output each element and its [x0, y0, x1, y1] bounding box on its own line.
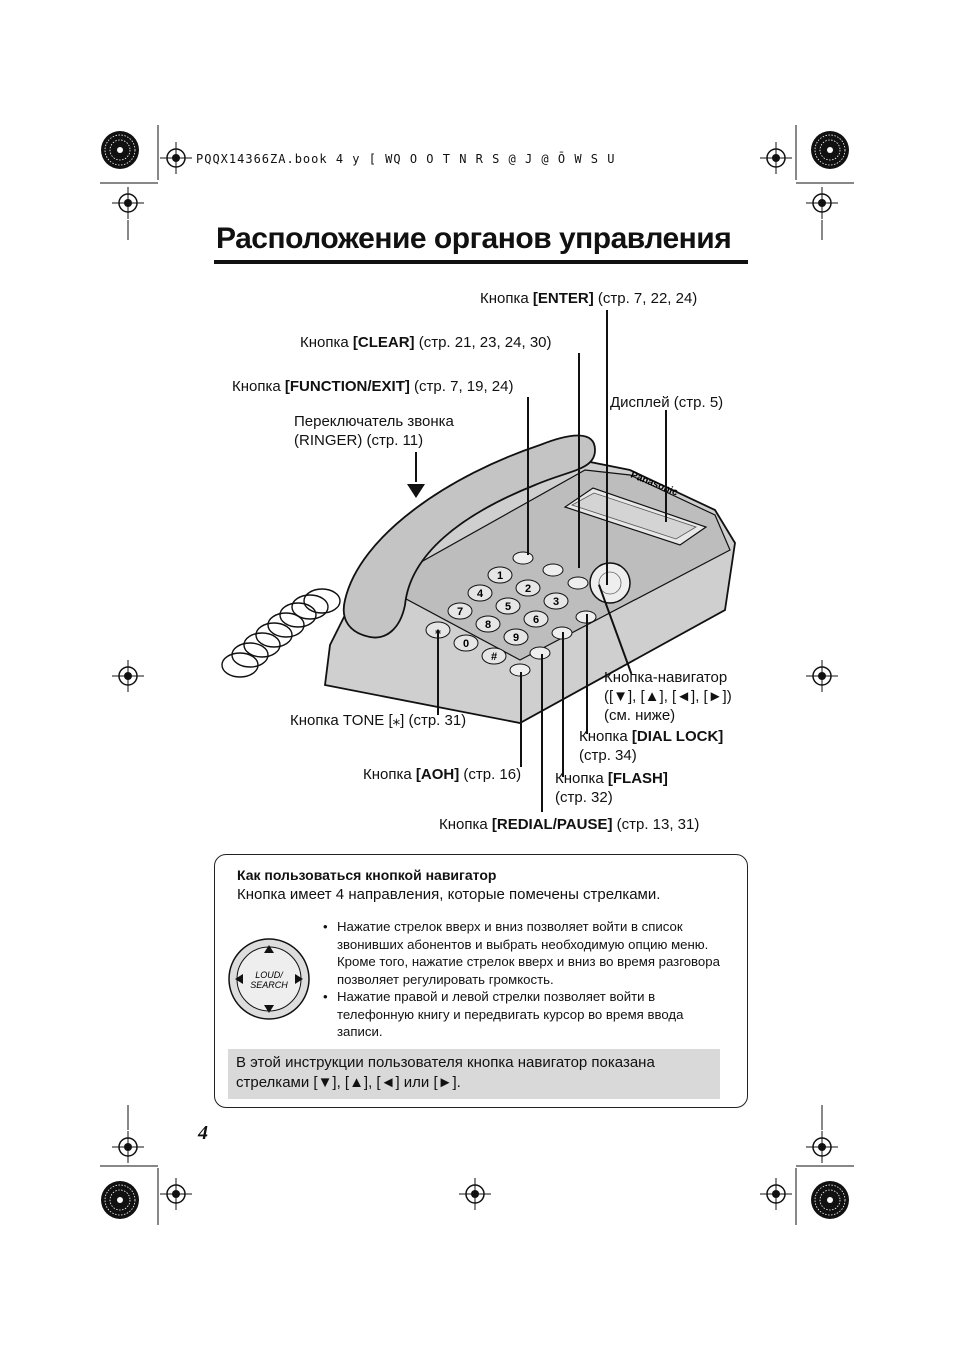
- leader-flash: [562, 632, 564, 777]
- redial-pause-button[interactable]: [529, 646, 551, 660]
- navigator-button[interactable]: [589, 562, 631, 604]
- label-clear: Кнопка [CLEAR] (стр. 21, 23, 24, 30): [300, 334, 552, 351]
- leader-ringer: [415, 452, 417, 482]
- registration-sun-icon: [100, 130, 140, 170]
- label-flash: Кнопка [FLASH](стр. 32): [555, 770, 668, 806]
- svg-text:9: 9: [513, 632, 519, 644]
- leader-enter: [606, 310, 608, 585]
- navigator-diagram: LOUD/ SEARCH: [228, 938, 310, 1020]
- enter-button[interactable]: [567, 576, 589, 590]
- svg-text:LOUD/: LOUD/: [255, 970, 284, 980]
- svg-text:#: #: [491, 651, 497, 663]
- clear-button[interactable]: [542, 563, 564, 577]
- registration-sun-icon: [100, 1180, 140, 1220]
- label-navigator: Кнопка-навигатор([▼], [▲], [◄], [►])(см.…: [604, 669, 732, 724]
- page-number: 4: [198, 1122, 208, 1144]
- registration-sun-icon: [810, 130, 850, 170]
- info-subtitle: Кнопка имеет 4 направления, которые поме…: [237, 886, 661, 903]
- note-banner: В этой инструкции пользователя кнопка на…: [228, 1049, 720, 1099]
- svg-text:3: 3: [553, 596, 559, 608]
- leader-display: [665, 410, 667, 522]
- label-function-exit: Кнопка [FUNCTION/EXIT] (стр. 7, 19, 24): [232, 378, 514, 395]
- svg-text:8: 8: [485, 619, 491, 631]
- svg-text:5: 5: [505, 601, 511, 613]
- arrow-up-icon: [264, 945, 274, 953]
- label-aoh: Кнопка [AOH] (стр. 16): [363, 766, 522, 783]
- svg-text:7: 7: [457, 606, 463, 618]
- keypad: 1 2 3 4 5 6 7 8 9 ⁎ 0 #: [425, 566, 569, 665]
- bullet-list: Нажатие стрелок вверх и вниз позволяет в…: [323, 918, 727, 1041]
- function-exit-button[interactable]: [512, 551, 534, 565]
- svg-text:2: 2: [525, 583, 531, 595]
- label-display: Дисплей (стр. 5): [610, 394, 724, 411]
- leader-redial: [541, 654, 543, 812]
- svg-text:1: 1: [497, 570, 503, 582]
- navigator-info-box: Как пользоваться кнопкой навигатор Кнопк…: [214, 854, 748, 1108]
- leader-tone: [437, 630, 439, 715]
- print-header: PQQX14366ZA.book 4 у [ WQ O O T N R S @ …: [196, 152, 616, 166]
- telephone-illustration: Panasonic 1 2 3 4 5 6 7 8 9 ⁎ 0 #: [221, 434, 736, 724]
- label-redial-pause: Кнопка [REDIAL/PAUSE] (стр. 13, 31): [439, 816, 700, 833]
- leader-dial-lock: [586, 614, 588, 734]
- leader-clear: [578, 353, 580, 568]
- title-underline: [214, 260, 748, 264]
- svg-text:6: 6: [533, 614, 539, 626]
- arrow-left-icon: [235, 974, 243, 984]
- arrow-right-icon: [295, 974, 303, 984]
- label-ringer: Переключатель звонка(RINGER) (стр. 11): [294, 413, 454, 449]
- list-item: Нажатие стрелок вверх и вниз позволяет в…: [323, 918, 727, 988]
- registration-sun-icon: [810, 1180, 850, 1220]
- svg-text:SEARCH: SEARCH: [250, 980, 288, 990]
- info-title: Как пользоваться кнопкой навигатор: [237, 867, 497, 883]
- label-tone: Кнопка TONE [⁎] (стр. 31): [290, 712, 467, 729]
- ringer-arrow-icon: [407, 484, 425, 498]
- leader-function: [527, 397, 529, 555]
- label-enter: Кнопка [ENTER] (стр. 7, 22, 24): [480, 290, 698, 307]
- label-dial-lock: Кнопка [DIAL LOCK](стр. 34): [579, 728, 724, 764]
- list-item: Нажатие правой и левой стрелки позволяет…: [323, 988, 727, 1041]
- svg-text:0: 0: [463, 638, 469, 650]
- arrow-down-icon: [264, 1005, 274, 1013]
- svg-text:4: 4: [477, 588, 484, 600]
- page-title: Расположение органов управления: [216, 222, 732, 255]
- leader-aoh: [520, 672, 522, 767]
